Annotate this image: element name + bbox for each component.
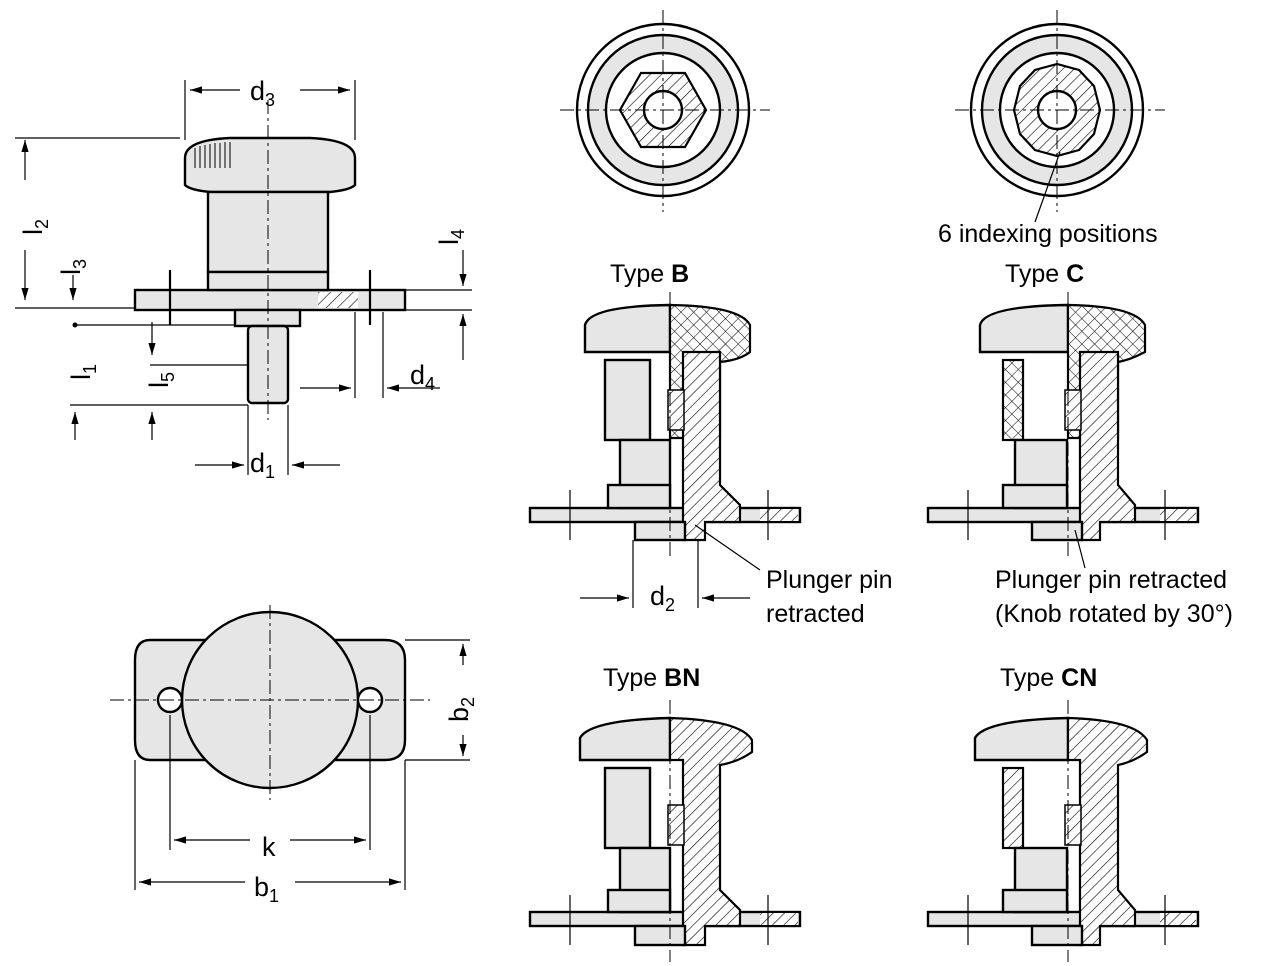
dim-l1: l1 <box>66 364 100 380</box>
dim-d4: d4 <box>410 360 435 394</box>
dim-d2: d2 <box>650 581 675 615</box>
dim-l3: l3 <box>56 259 90 275</box>
type-cn-label: Type CN <box>1000 664 1097 692</box>
indexing-note: 6 indexing positions <box>938 220 1158 248</box>
dim-l2: l2 <box>18 219 52 235</box>
dim-b2: b2 <box>444 697 478 722</box>
section-type-cn <box>926 700 1200 962</box>
dim-k: k <box>262 832 276 862</box>
side-view <box>15 80 472 475</box>
plunger-note-b-line2: retracted <box>766 600 865 628</box>
section-type-b <box>528 292 802 608</box>
plunger-note-c-line1: Plunger pin retracted <box>995 566 1227 594</box>
plunger-note-c-line2: (Knob rotated by 30°) <box>995 600 1233 628</box>
type-bn-label: Type BN <box>603 664 700 692</box>
dim-d3: d3 <box>250 76 275 110</box>
top-view <box>110 605 470 890</box>
dim-d1: d1 <box>250 448 275 482</box>
plunger-note-b-line1: Plunger pin <box>766 566 892 594</box>
type-c-label: Type C <box>1005 260 1084 288</box>
flange-plate <box>133 288 407 312</box>
dim-l5: l5 <box>144 372 178 388</box>
knob <box>183 136 357 194</box>
dim-l4: l4 <box>434 229 468 245</box>
plan-view-hex <box>560 10 770 212</box>
section-type-bn <box>528 700 802 962</box>
section-type-c <box>926 292 1200 569</box>
dim-b1: b1 <box>254 872 279 906</box>
type-b-label: Type B <box>610 260 689 288</box>
plan-view-indexing <box>955 10 1165 223</box>
